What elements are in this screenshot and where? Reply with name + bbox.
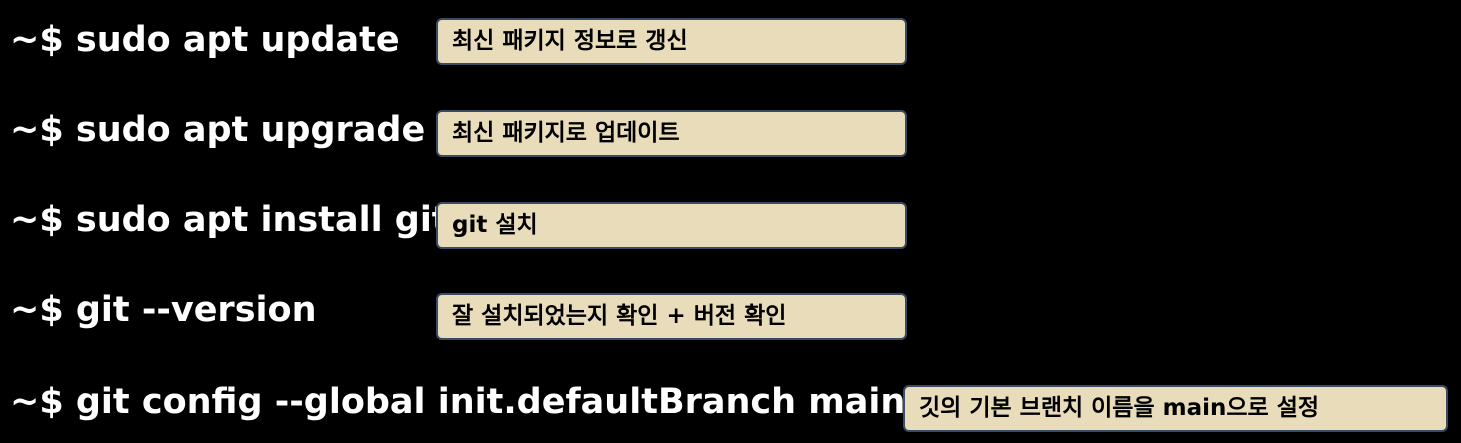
- command-text: ~$ sudo apt install git: [10, 200, 449, 240]
- command-note: 잘 설치되었는지 확인 + 버전 확인: [436, 293, 907, 340]
- command-text: ~$ git --version: [10, 290, 317, 330]
- command-note: 최신 패키지 정보로 갱신: [436, 18, 907, 65]
- command-text: ~$ sudo apt update: [10, 20, 400, 60]
- command-note: 깃의 기본 브랜치 이름을 main으로 설정: [903, 385, 1448, 432]
- command-note: 최신 패키지로 업데이트: [436, 110, 907, 157]
- command-note: git 설치: [436, 202, 907, 249]
- command-text: ~$ sudo apt upgrade: [10, 110, 426, 150]
- command-text: ~$ git config --global init.defaultBranc…: [10, 382, 906, 422]
